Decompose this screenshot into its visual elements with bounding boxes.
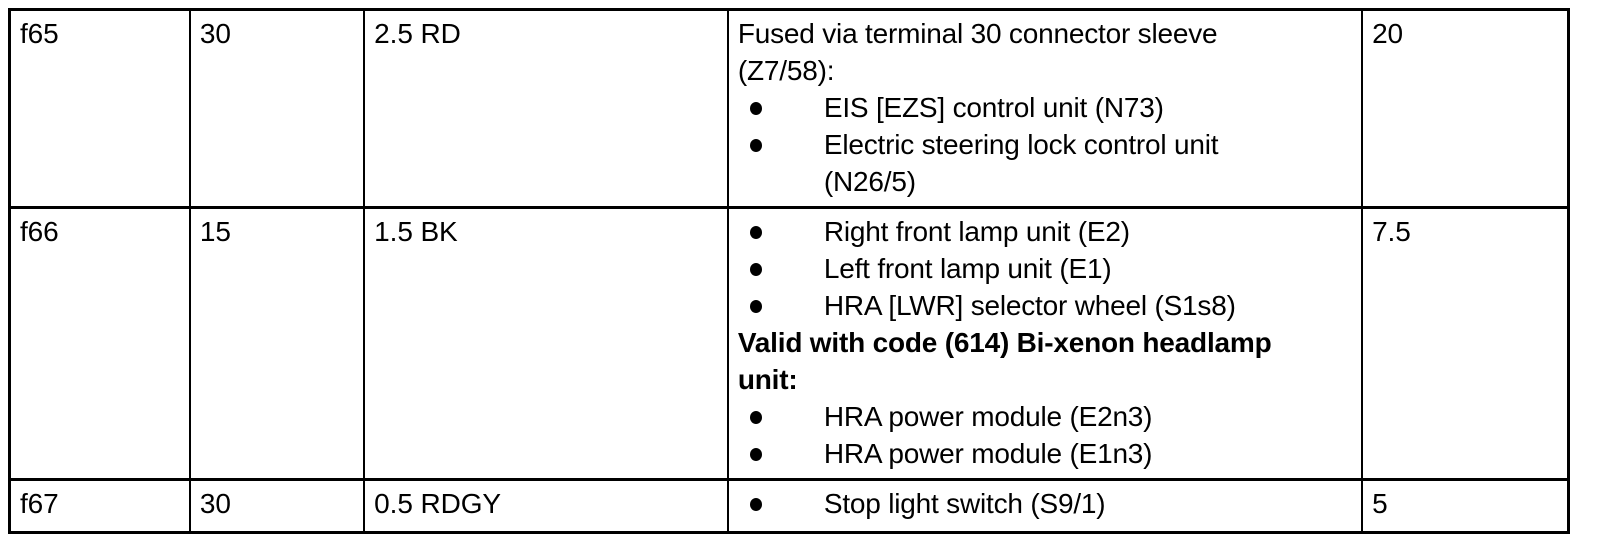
description-content: Right front lamp unit (E2) Left front la…	[729, 213, 1361, 472]
amperage-cell: 30	[189, 9, 366, 209]
amperage-value: 30	[199, 488, 231, 519]
list-item-continuation: (N26/5)	[823, 166, 916, 197]
list-item-label: HRA power module (E1n3)	[823, 438, 1153, 469]
wire-spec-cell: 0.5 RDGY	[364, 479, 729, 533]
list-item-label: Stop light switch (S9/1)	[823, 488, 1106, 519]
fuse-id-value: f65	[20, 18, 59, 49]
rating-value: 5	[1372, 488, 1388, 519]
wire-spec-value: 1.5 BK	[374, 216, 458, 247]
document-page: f65 30 2.5 RD Fused via terminal 30 conn…	[8, 8, 1570, 534]
fuse-id-cell: f65	[9, 9, 191, 209]
list-item: HRA [LWR] selector wheel (S1s8)	[738, 287, 1355, 324]
bullet-dot-icon	[749, 226, 762, 239]
description-content: Stop light switch (S9/1)	[729, 485, 1361, 522]
bullet-dot-icon	[749, 300, 762, 313]
amperage-value: 30	[199, 18, 231, 49]
wire-spec-cell: 1.5 BK	[364, 207, 729, 481]
bullet-dot-icon	[749, 139, 762, 152]
bullet-dot-icon	[749, 263, 762, 276]
description-bullet-list-secondary: HRA power module (E2n3) HRA power module…	[738, 398, 1355, 472]
list-item-label: Left front lamp unit (E1)	[823, 253, 1112, 284]
description-bold-heading-line: Valid with code (614) Bi-xenon headlamp	[737, 327, 1272, 358]
description-bold-heading-line: unit:	[737, 364, 798, 395]
rating-value: 7.5	[1372, 216, 1411, 247]
list-item-label: HRA power module (E2n3)	[823, 401, 1153, 432]
bullet-dot-icon	[749, 498, 762, 511]
wire-spec-value: 2.5 RD	[374, 18, 461, 49]
list-item: Right front lamp unit (E2)	[738, 213, 1355, 250]
amperage-cell: 15	[189, 207, 366, 481]
description-bullet-list: Right front lamp unit (E2) Left front la…	[738, 213, 1355, 324]
fuse-id-cell: f67	[9, 479, 191, 533]
list-item: Stop light switch (S9/1)	[738, 485, 1355, 522]
table-row: f65 30 2.5 RD Fused via terminal 30 conn…	[9, 9, 1569, 209]
list-item-label: HRA [LWR] selector wheel (S1s8)	[823, 290, 1236, 321]
list-item-label: EIS [EZS] control unit (N73)	[823, 92, 1164, 123]
bullet-dot-icon	[749, 448, 762, 461]
wire-spec-cell: 2.5 RD	[364, 9, 729, 209]
description-cell: Right front lamp unit (E2) Left front la…	[727, 207, 1364, 481]
fuse-id-cell: f66	[9, 207, 191, 481]
bullet-dot-icon	[749, 102, 762, 115]
wire-spec-value: 0.5 RDGY	[374, 488, 501, 519]
fuse-id-value: f66	[20, 216, 59, 247]
rating-cell: 7.5	[1362, 207, 1569, 481]
description-intro-line: Fused via terminal 30 connector sleeve	[737, 18, 1218, 49]
description-cell: Stop light switch (S9/1)	[727, 479, 1364, 533]
list-item: Left front lamp unit (E1)	[738, 250, 1355, 287]
list-item: HRA power module (E2n3)	[738, 398, 1355, 435]
rating-cell: 5	[1362, 479, 1569, 533]
table-row: f66 15 1.5 BK Right front lamp unit (E2)	[9, 207, 1569, 481]
description-cell: Fused via terminal 30 connector sleeve (…	[727, 9, 1364, 209]
amperage-value: 15	[199, 216, 231, 247]
bullet-dot-icon	[749, 411, 762, 424]
list-item-label: Right front lamp unit (E2)	[823, 216, 1130, 247]
rating-cell: 20	[1362, 9, 1569, 209]
description-content: Fused via terminal 30 connector sleeve (…	[729, 15, 1361, 200]
list-item-label: Electric steering lock control unit	[823, 129, 1219, 160]
fuse-allocation-table: f65 30 2.5 RD Fused via terminal 30 conn…	[8, 8, 1570, 534]
list-item: EIS [EZS] control unit (N73)	[738, 89, 1355, 126]
list-item: HRA power module (E1n3)	[738, 435, 1355, 472]
rating-value: 20	[1372, 18, 1404, 49]
table-row: f67 30 0.5 RDGY Stop light switch (S9/1)	[9, 479, 1569, 533]
amperage-cell: 30	[189, 479, 366, 533]
description-bullet-list: Stop light switch (S9/1)	[738, 485, 1355, 522]
description-bullet-list: EIS [EZS] control unit (N73) Electric st…	[738, 89, 1355, 200]
fuse-id-value: f67	[20, 488, 59, 519]
list-item: Electric steering lock control unit (N26…	[738, 126, 1355, 200]
description-intro-line: (Z7/58):	[737, 55, 835, 86]
